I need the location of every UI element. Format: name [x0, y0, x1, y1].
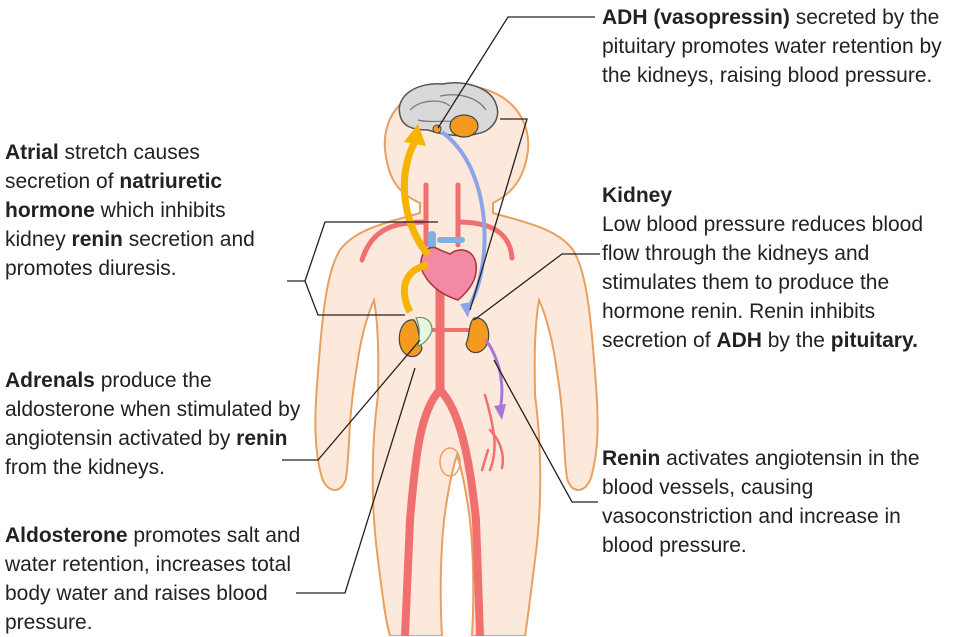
adh-arrow [440, 130, 487, 312]
adrenals-leader [282, 339, 421, 461]
atrial-label: Atrial stretch causes secretion of natri… [5, 138, 290, 283]
kidneys [398, 316, 490, 358]
natriuretic-hormone-term: natriuretic hormone [5, 170, 223, 222]
kidney-text-1: Low blood pressure reduces blood flow th… [602, 213, 924, 352]
natriuretic-arrowhead [404, 124, 426, 146]
atrial-leader [287, 221, 438, 316]
kidney-leader [469, 118, 528, 311]
adh-label: ADH (vasopressin) secreted by the pituit… [602, 3, 957, 90]
renin-term-2: renin [236, 427, 288, 450]
adh-text: secreted by the pituitary promotes water… [602, 6, 942, 87]
right-leg-artery [436, 386, 484, 636]
adh-term: ADH (vasopressin) [602, 6, 790, 29]
atrial-text-1: stretch causes secretion of [5, 141, 200, 193]
aldosterone-label: Aldosterone promotes salt and water rete… [5, 521, 320, 637]
pituitary-term: pituitary. [830, 329, 918, 352]
atrial-text-2: which inhibits kidney [5, 199, 226, 251]
atrial-text-3: secretion and promotes diuresis. [5, 228, 255, 280]
genitals [439, 447, 461, 477]
leader-lines [282, 16, 600, 594]
renin-term-3: Renin [602, 447, 661, 470]
renin-arrowhead [494, 404, 506, 420]
natriuretic-arrow [400, 138, 431, 258]
body-silhouette [314, 83, 599, 636]
left-leg-artery [401, 386, 444, 636]
aldosterone-arrow [400, 261, 429, 314]
renin-label: Renin activates angiotensin in the blood… [602, 444, 942, 560]
arm-artery-right [455, 219, 515, 261]
aldosterone-term: Aldosterone [5, 524, 128, 547]
renin-term: renin [71, 228, 123, 251]
adrenals-label: Adrenals produce the aldosterone when st… [5, 366, 310, 482]
kidney-right-leader [473, 253, 600, 321]
renin-leader [493, 359, 598, 503]
brain [398, 82, 499, 138]
right-kidney-icon [465, 317, 490, 354]
renin-text: activates angiotensin in the blood vesse… [602, 447, 920, 557]
adrenals-text-2: from the kidneys. [5, 456, 165, 479]
cerebellum-icon [449, 114, 479, 138]
aldosterone-text: promotes salt and water retention, incre… [5, 524, 301, 634]
brain-icon [398, 82, 499, 137]
thigh-branches [480, 393, 505, 472]
adh-leader [437, 16, 595, 129]
hormone-arrows [400, 124, 506, 420]
adrenals-term: Adrenals [5, 369, 95, 392]
body-outline [314, 83, 599, 636]
renin-arrow [484, 339, 504, 411]
adrenal-icon [415, 316, 433, 347]
adh-term-2: ADH [716, 329, 762, 352]
adh-arrowhead [460, 302, 472, 318]
kidney-heading: Kidney [602, 184, 673, 207]
kidney-text-2: by the [761, 329, 831, 352]
aldosterone-leader [296, 367, 416, 594]
adrenals-text-1: produce the aldosterone when stimulated … [5, 369, 301, 450]
atrial-term: Atrial [5, 141, 59, 164]
